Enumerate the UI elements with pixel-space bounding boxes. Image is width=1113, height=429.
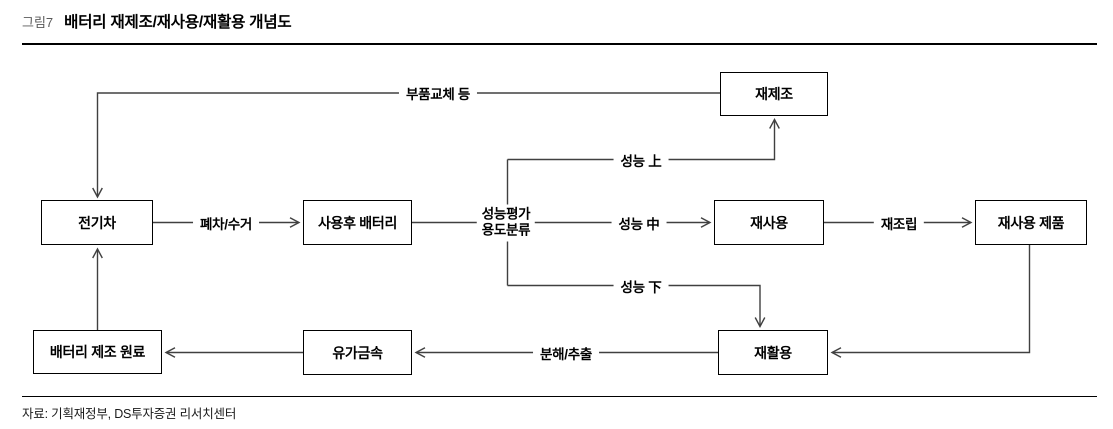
source-text: 자료: 기획재정부, DS투자증권 리서치센터 — [22, 407, 237, 421]
node-metals: 유가금속 — [303, 330, 412, 375]
edge-label-perf-low: 성능 下 — [613, 274, 669, 297]
figure-title: 배터리 재제조/재사용/재활용 개념도 — [64, 14, 292, 31]
edge-label-parts-replace: 부품교체 등 — [398, 82, 478, 104]
node-reuse: 재사용 — [714, 200, 824, 245]
header-divider — [22, 43, 1097, 45]
node-remanufacture: 재제조 — [720, 72, 828, 116]
figure-header: 그림7 배터리 재제조/재사용/재활용 개념도 — [22, 10, 292, 32]
node-used-battery: 사용후 배터리 — [303, 200, 412, 245]
edge-label-perf-high: 성능 上 — [613, 148, 669, 171]
edge-label-perf-mid: 성능 中 — [611, 211, 667, 234]
edge-label-scrap-collect: 폐차/수거 — [193, 211, 259, 234]
node-evaluation-line1: 성능평가 — [481, 206, 531, 221]
node-raw-material: 배터리 제조 원료 — [33, 330, 162, 374]
figure-number-label: 그림7 — [22, 15, 54, 30]
node-evaluation-line2: 용도분류 — [481, 222, 531, 238]
node-ev: 전기차 — [41, 200, 153, 245]
edge-label-extract: 분해/추출 — [533, 341, 599, 364]
node-evaluation: 성능평가 용도분류 — [476, 204, 536, 241]
footer-divider — [22, 396, 1097, 397]
node-recycle: 재활용 — [718, 330, 828, 375]
node-reuse-product: 재사용 제품 — [975, 200, 1087, 245]
edge-label-reassemble: 재조립 — [873, 211, 925, 234]
